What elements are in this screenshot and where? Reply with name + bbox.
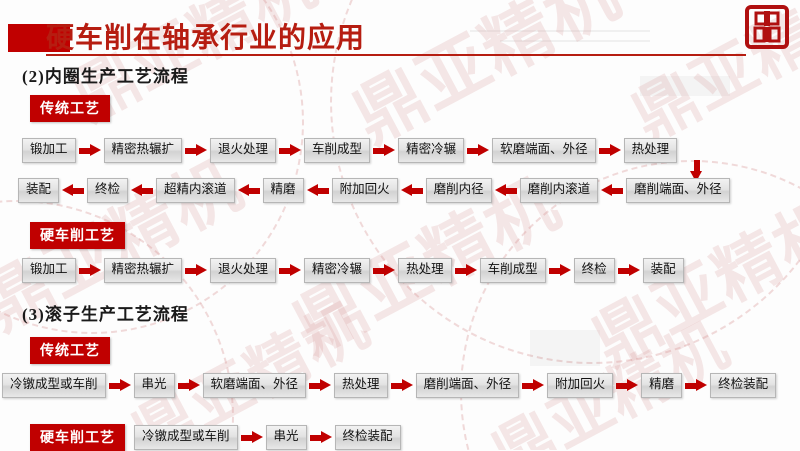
arrow-right-icon — [240, 431, 263, 444]
section-heading-roller: (3)滚子生产工艺流程 — [22, 305, 189, 324]
flow-node[interactable]: 软磨端面、外径 — [492, 138, 596, 163]
flow-node[interactable]: 精磨 — [262, 178, 304, 203]
arrow-right-icon — [177, 378, 200, 392]
arrow-right-icon — [78, 263, 101, 277]
arrow-right-icon — [108, 378, 131, 392]
flow-node[interactable]: 精密热辗扩 — [103, 258, 183, 283]
page-title: 硬车削在轴承行业的应用 — [46, 23, 366, 54]
arrow-right-icon — [390, 378, 413, 392]
flow-node[interactable]: 软磨端面、外径 — [202, 373, 307, 398]
arrow-right-icon — [279, 143, 302, 157]
company-seal-logo — [744, 4, 790, 50]
flow-node[interactable]: 附加回火 — [331, 178, 398, 203]
arrow-right-icon — [185, 143, 208, 157]
arrow-left-icon — [400, 183, 423, 197]
arrow-down-icon — [690, 160, 703, 182]
arrow-right-icon — [309, 378, 332, 392]
flow-node[interactable]: 锻加工 — [22, 138, 76, 163]
decor-block — [640, 76, 730, 96]
arrow-left-icon — [237, 183, 260, 197]
flow-node[interactable]: 终检 — [87, 178, 129, 203]
flow-node[interactable]: 装配 — [18, 178, 60, 203]
flow-node[interactable]: 冷镦成型或车削 — [134, 425, 238, 450]
flow-node[interactable]: 精密热辗扩 — [103, 138, 183, 163]
flow-row-roller-hardturn: 硬车削工艺 冷镦成型或车削 串光 终检装配 — [30, 424, 401, 451]
flow-label-traditional-inner: 传统工艺 — [30, 95, 110, 122]
flow-node[interactable]: 精密冷辗 — [304, 258, 371, 283]
flow-node[interactable]: 热处理 — [334, 373, 388, 398]
arrow-right-icon — [309, 431, 332, 444]
flow-node[interactable]: 磨削内滚道 — [519, 178, 599, 203]
flow-row-inner-traditional-1: 锻加工 精密热辗扩 退火处理 车削成型 精密冷辗 软磨端面、外径 热处理 — [22, 138, 678, 163]
flow-label-hardturn-roller: 硬车削工艺 — [30, 424, 125, 451]
flow-node[interactable]: 磨削端面、外径 — [415, 373, 520, 398]
watermark-arc-3 — [460, 160, 800, 450]
flow-label-hardturn-inner: 硬车削工艺 — [30, 222, 125, 249]
arrow-right-icon — [617, 263, 640, 277]
flow-node[interactable]: 冷镦成型或车削 — [2, 373, 106, 398]
section-heading-inner-ring: (2)内圈生产工艺流程 — [22, 67, 189, 86]
flow-node[interactable]: 超精内滚道 — [156, 178, 235, 203]
flow-node[interactable]: 终检装配 — [334, 425, 401, 450]
arrow-left-icon — [62, 183, 85, 197]
flow-node[interactable]: 热处理 — [398, 258, 452, 283]
flow-label-traditional-roller: 传统工艺 — [30, 337, 110, 364]
arrow-right-icon — [78, 143, 101, 157]
slide-header: 硬车削在轴承行业的应用 — [0, 8, 800, 56]
arrow-right-icon — [467, 143, 490, 157]
arrow-left-icon — [601, 183, 624, 197]
flow-row-roller-traditional: 冷镦成型或车削 串光 软磨端面、外径 热处理 磨削端面、外径 附加回火 精磨 终… — [2, 373, 777, 398]
flow-row-inner-hardturn: 锻加工 精密热辗扩 退火处理 精密冷辗 热处理 车削成型 终检 装配 — [22, 258, 684, 283]
decor-block — [530, 330, 600, 366]
flow-node[interactable]: 车削成型 — [479, 258, 546, 283]
arrow-right-icon — [279, 263, 302, 277]
arrow-right-icon — [522, 378, 545, 392]
flow-node[interactable]: 精密冷辗 — [398, 138, 465, 163]
arrow-right-icon — [616, 378, 639, 392]
flow-node[interactable]: 终检装配 — [710, 373, 777, 398]
flow-node[interactable]: 串光 — [265, 425, 307, 450]
arrow-left-icon — [494, 183, 517, 197]
arrow-left-icon — [306, 183, 329, 197]
flow-node[interactable]: 车削成型 — [304, 138, 371, 163]
flow-node[interactable]: 精磨 — [641, 373, 683, 398]
arrow-right-icon — [598, 143, 621, 157]
header-underline — [46, 54, 746, 56]
flow-node[interactable]: 附加回火 — [547, 373, 614, 398]
flow-node[interactable]: 锻加工 — [22, 258, 76, 283]
arrow-left-icon — [131, 183, 154, 197]
arrow-right-icon — [548, 263, 571, 277]
flow-node[interactable]: 磨削端面、外径 — [626, 178, 730, 203]
flow-node[interactable]: 装配 — [642, 258, 684, 283]
header-accent-square — [8, 24, 70, 52]
arrow-right-icon — [373, 143, 396, 157]
flow-node[interactable]: 终检 — [573, 258, 615, 283]
flow-node[interactable]: 磨削内径 — [425, 178, 492, 203]
arrow-right-icon — [454, 263, 477, 277]
flow-node[interactable]: 退火处理 — [210, 138, 277, 163]
flow-node[interactable]: 热处理 — [623, 138, 678, 163]
arrow-right-icon — [373, 263, 396, 277]
arrow-right-icon — [685, 378, 708, 392]
arrow-right-icon — [185, 263, 208, 277]
flow-node[interactable]: 串光 — [133, 373, 175, 398]
flow-row-inner-traditional-2: 装配 终检 超精内滚道 精磨 附加回火 磨削内径 磨削内滚道 磨削端面、外径 — [18, 178, 730, 203]
flow-node[interactable]: 退火处理 — [210, 258, 277, 283]
